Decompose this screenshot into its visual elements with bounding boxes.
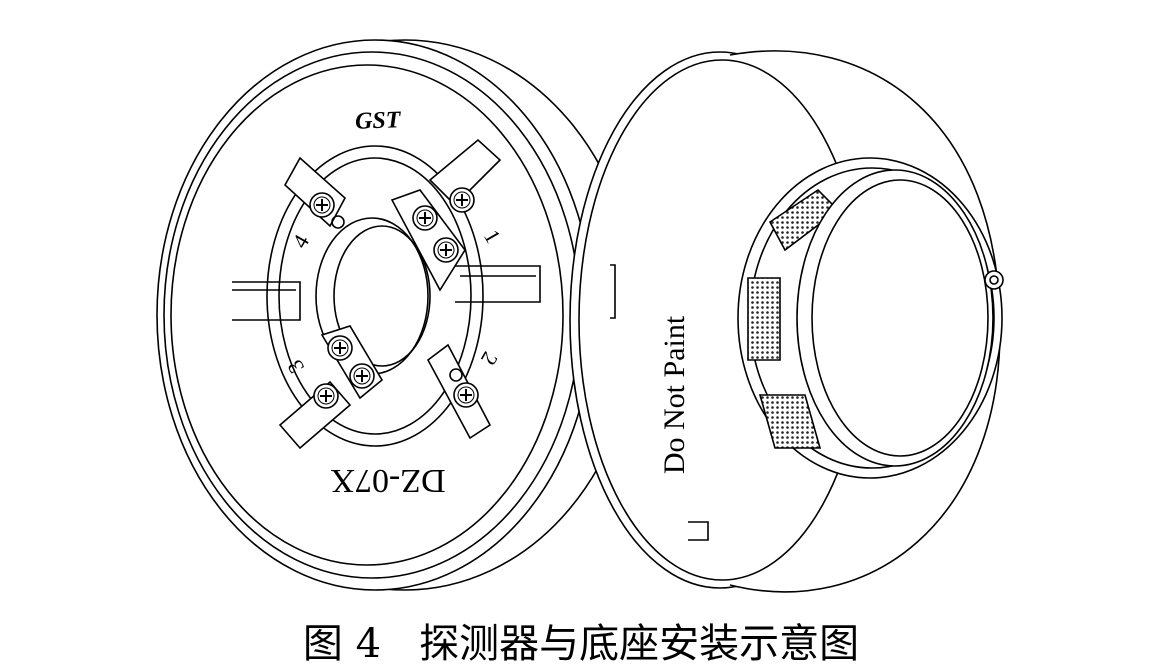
figure-number: 图 4 (302, 621, 382, 667)
smoke-detector (569, 50, 1004, 593)
installation-diagram: GST 1 2 3 4 DZ-07X Do Not Paint (156, 39, 1004, 593)
terminal-tab-3 (278, 325, 384, 450)
vent-mid (747, 277, 781, 361)
detector-warning-label: Do Not Paint (658, 315, 691, 474)
terminal-tab-1 (390, 138, 502, 292)
figure-caption: 图 4 探测器与底座安装示意图 (0, 614, 1162, 667)
terminal-tab-4 (283, 156, 347, 229)
base-model-label: DZ-07X (330, 462, 445, 499)
mounting-base (156, 39, 638, 591)
brand-logo: GST (355, 107, 403, 135)
figure-title: 探测器与底座安装示意图 (419, 621, 860, 667)
vent-bottom (758, 394, 822, 449)
terminal-tab-2 (426, 343, 492, 440)
